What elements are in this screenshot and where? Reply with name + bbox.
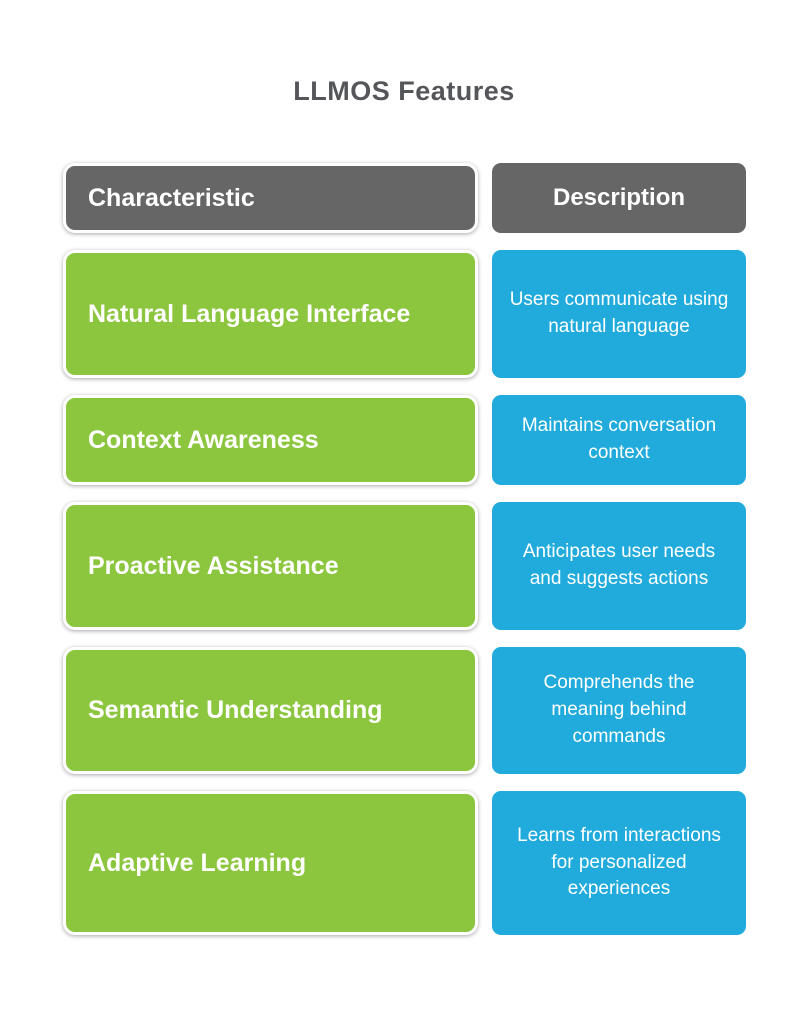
header-description: Description: [492, 163, 746, 233]
characteristic-label: Proactive Assistance: [88, 551, 339, 580]
characteristic-cell-1: Context Awareness: [63, 395, 478, 485]
description-cell-1: Maintains conversation context: [492, 395, 746, 485]
characteristic-cell-4: Adaptive Learning: [63, 791, 478, 935]
description-cell-0: Users communicate using natural language: [492, 250, 746, 378]
header-characteristic-label: Characteristic: [88, 183, 255, 212]
header-description-label: Description: [552, 183, 686, 211]
description-label: Comprehends the meaning behind commands: [543, 672, 695, 747]
characteristic-label: Context Awareness: [88, 425, 319, 454]
description-label: Maintains conversation context: [521, 415, 717, 463]
characteristic-cell-0: Natural Language Interface: [63, 250, 478, 378]
page-title: LLMOS Features: [293, 76, 515, 106]
characteristic-cell-2: Proactive Assistance: [63, 502, 478, 630]
characteristic-cell-3: Semantic Understanding: [63, 647, 478, 774]
header-characteristic: Characteristic: [63, 163, 478, 233]
characteristic-label: Natural Language Interface: [88, 299, 411, 328]
features-table: Characteristic Description Natural Langu…: [63, 163, 808, 935]
description-label: Anticipates user needs and suggests acti…: [522, 541, 716, 589]
description-label: Learns from interactions for personalize…: [517, 824, 721, 900]
description-cell-2: Anticipates user needs and suggests acti…: [492, 502, 746, 630]
description-cell-4: Learns from interactions for personalize…: [492, 791, 746, 935]
characteristic-label: Semantic Understanding: [88, 696, 383, 724]
infographic-page: LLMOS Features Characteristic Descriptio…: [63, 76, 808, 935]
characteristic-label: Adaptive Learning: [88, 848, 307, 877]
description-cell-3: Comprehends the meaning behind commands: [492, 647, 746, 774]
description-label: Users communicate using natural language: [509, 289, 729, 337]
